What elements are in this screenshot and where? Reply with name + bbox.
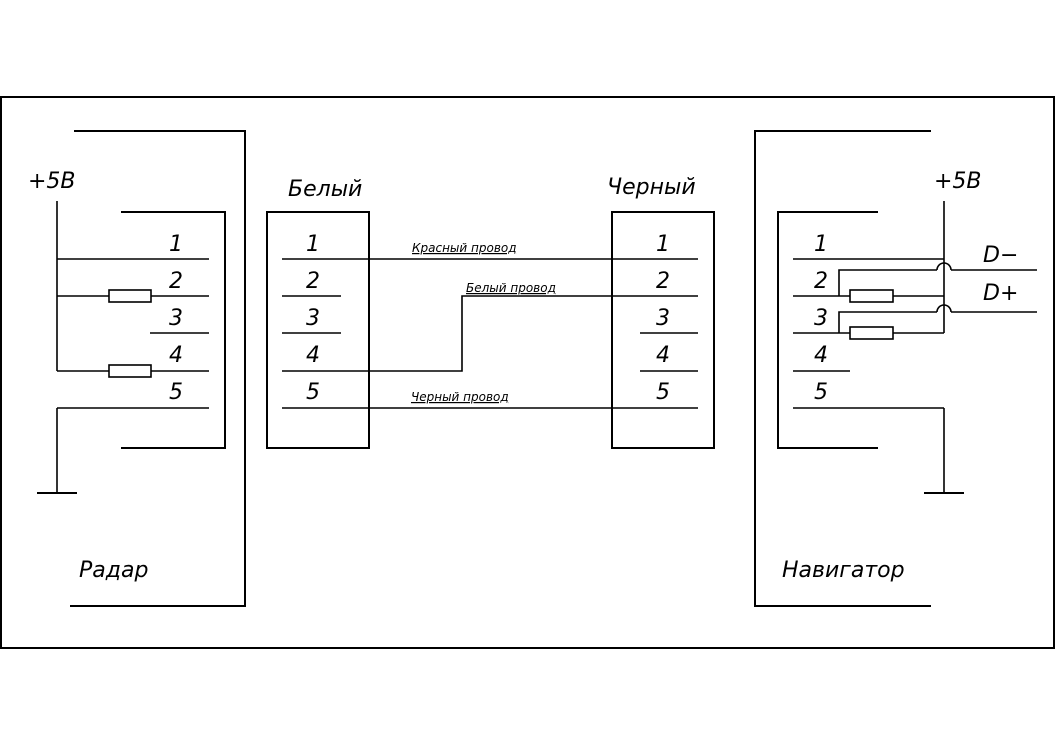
radar-pin-2: 2: [169, 269, 183, 294]
radar-pin-3: 3: [169, 306, 183, 331]
red-wire-label: Красный провод: [412, 241, 517, 255]
cable-black-pin-2: 2: [656, 269, 670, 294]
wires: Красный провод Белый провод Черный прово…: [369, 241, 612, 409]
cable-black-pin-4: 4: [656, 343, 670, 368]
radar-resistor-pin2: [108, 289, 152, 303]
navigator-resistor-pin3: [849, 326, 894, 340]
navigator-signal-plus: D+: [983, 281, 1018, 306]
cable-white-pin-3: 3: [306, 306, 320, 331]
navigator-pin-1: 1: [814, 232, 828, 257]
cable-white-pin-4: 4: [306, 343, 320, 368]
cable-black-pin-1: 1: [656, 232, 670, 257]
radar-label: Радар: [79, 558, 148, 583]
white-wire: [369, 295, 612, 372]
cable-black-pin-5: 5: [656, 380, 670, 405]
navigator-signal-minus: D−: [983, 243, 1018, 268]
cable-white-label: Белый: [288, 177, 362, 202]
cable-white-connector: Белый 1 2 3 4 5: [266, 177, 370, 449]
radar-resistor-pin4: [108, 364, 152, 378]
cable-white-pin-1: 1: [306, 232, 320, 257]
cable-black-connector: Черный 1 2 3 4 5: [607, 175, 715, 449]
radar-pin-1: 1: [169, 232, 183, 257]
cable-white-pin-5: 5: [306, 380, 320, 405]
navigator-pin-2: 2: [814, 269, 828, 294]
navigator-pin-5: 5: [814, 380, 828, 405]
white-wire-label: Белый провод: [466, 281, 556, 295]
navigator-supply-label: +5В: [934, 169, 982, 194]
navigator-resistor-pin2: [849, 289, 894, 303]
navigator-pin-4: 4: [814, 343, 828, 368]
radar-pin-5: 5: [169, 380, 183, 405]
cable-black-pin-3: 3: [656, 306, 670, 331]
cable-white-pin-2: 2: [306, 269, 320, 294]
radar-block: +5В 1 2 3 4 5 Радар: [28, 130, 246, 607]
navigator-label: Навигатор: [782, 558, 905, 583]
black-wire-label: Черный провод: [411, 390, 509, 404]
cable-black-label: Черный: [607, 175, 696, 200]
radar-pin-4: 4: [169, 343, 183, 368]
radar-supply-label: +5В: [28, 169, 76, 194]
navigator-block: +5В D− D+ 1 2 3 4 5 Навигатор: [754, 130, 1037, 607]
navigator-pin-3: 3: [814, 306, 828, 331]
diagram-frame: [0, 96, 1055, 649]
